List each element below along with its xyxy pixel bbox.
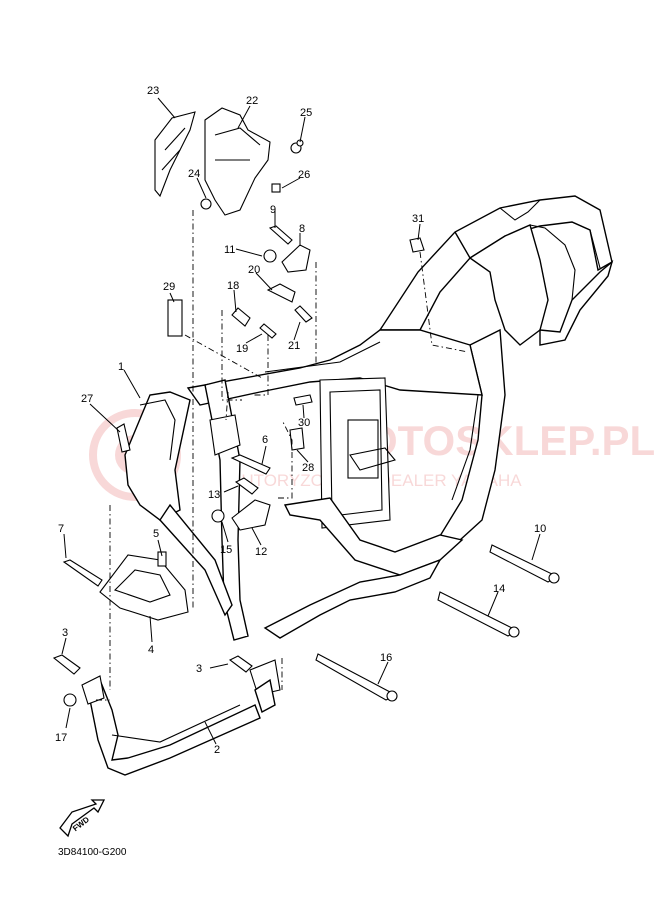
callout-31: 31: [412, 213, 424, 225]
callout-21: 21: [288, 340, 300, 352]
callout-17: 17: [55, 732, 67, 744]
main-frame: [124, 195, 614, 641]
callout-3b: 3: [196, 663, 202, 675]
callout-9: 9: [270, 204, 276, 216]
callout-24: 24: [188, 168, 200, 180]
callout-5: 5: [153, 528, 159, 540]
callout-15: 15: [220, 544, 232, 556]
callouts: 1 2 3 3 4 5 6 7 8 9 10 11 12 13 14 15 16…: [55, 85, 546, 756]
leader-lines: [61, 97, 541, 745]
callout-29: 29: [163, 281, 175, 293]
callout-1: 1: [118, 361, 124, 373]
callout-20: 20: [248, 264, 260, 276]
callout-23: 23: [147, 85, 159, 97]
callout-10: 10: [534, 523, 546, 535]
callout-30: 30: [298, 417, 310, 429]
callout-3a: 3: [62, 627, 68, 639]
diagram-code: 3D84100-G200: [58, 847, 127, 858]
callout-12: 12: [255, 546, 267, 558]
callout-28: 28: [302, 462, 314, 474]
callout-8: 8: [299, 223, 305, 235]
callout-7: 7: [58, 523, 64, 535]
callout-16: 16: [380, 652, 392, 664]
callout-4: 4: [148, 644, 154, 656]
callout-22: 22: [246, 95, 258, 107]
callout-11: 11: [224, 244, 235, 256]
reference-lines: [96, 210, 469, 701]
foot-bar-assembly: [81, 659, 281, 776]
fwd-arrow-icon: FWD: [59, 799, 106, 838]
callout-19: 19: [236, 343, 248, 355]
callout-6: 6: [262, 434, 268, 446]
callout-14: 14: [493, 583, 505, 595]
callout-13: 13: [208, 489, 220, 501]
callout-2: 2: [214, 744, 220, 756]
callout-26: 26: [298, 169, 310, 181]
side-covers: [154, 107, 271, 216]
engine-mount-plate: [99, 551, 189, 621]
fasteners: [52, 139, 560, 707]
callout-18: 18: [227, 280, 239, 292]
callout-27: 27: [81, 393, 93, 405]
callout-25: 25: [300, 107, 312, 119]
